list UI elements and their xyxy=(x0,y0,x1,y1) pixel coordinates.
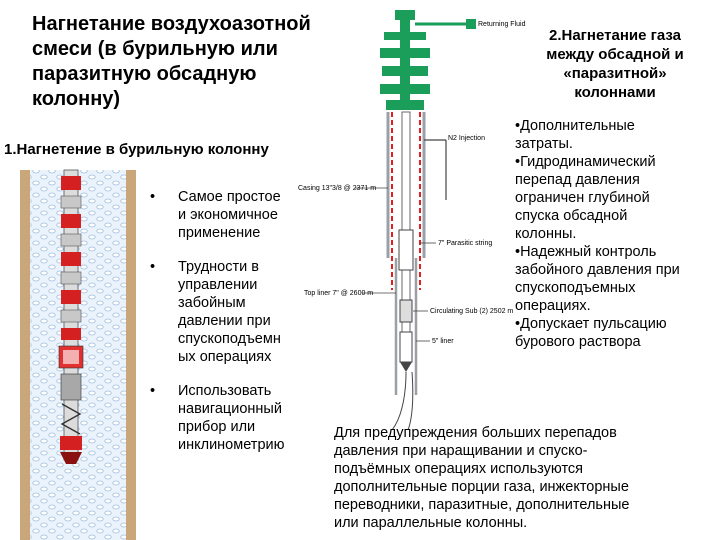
wellbore-illustration xyxy=(20,169,136,540)
label-liner: 5" liner xyxy=(432,338,454,345)
section2-heading: 2.Нагнетание газа между обсадной и «пара… xyxy=(546,27,684,101)
bullet-text: Использовать навигационный прибор или ин… xyxy=(178,383,285,453)
label-returning-fluid: Returning Fluid xyxy=(478,21,526,28)
label-circulating-sub: Circulating Sub (2) 2502 m xyxy=(430,308,513,315)
bullet-item: • Использовать навигационный прибор или и… xyxy=(148,382,318,454)
wellhead-stack xyxy=(400,20,410,110)
pointer-line-1 xyxy=(391,371,407,431)
section2-advantages: •Дополнительные затраты. •Гидродинамичес… xyxy=(515,118,680,350)
bullet-marker: • xyxy=(150,259,156,275)
bullet-text: Трудности в управлении забойным давлении… xyxy=(178,259,281,365)
label-casing: Casing 13"3/8 @ 2371 m xyxy=(298,185,376,192)
section1-bullets: •Самое простое и экономичное применение … xyxy=(148,188,318,470)
drill-string-joints xyxy=(58,176,84,464)
bullet-marker: • xyxy=(150,189,156,205)
wellhead-schematic: Returning Fluid N2 Injection Casing 13"3… xyxy=(298,10,526,431)
bullet-item: • Самое простое и экономичное применение xyxy=(148,188,318,242)
wellbore-wall-left xyxy=(20,170,30,540)
wellbore-wall-right xyxy=(126,170,136,540)
note-text: Для предупреждения больших перепадов дав… xyxy=(334,425,630,531)
label-top-liner: Top liner 7" @ 2600 m xyxy=(304,290,373,297)
section1-heading: 1.Нагнетение в бурильную колонну xyxy=(4,141,269,158)
bullet-item: • Трудности в управлении забойным давлени… xyxy=(148,258,318,366)
bullet-text: Самое простое и экономичное применение xyxy=(178,189,281,241)
page-title: Нагнетание воздухоазотной смеси (в бурил… xyxy=(32,13,311,110)
wellhead-cap xyxy=(395,10,415,20)
pointer-line-2 xyxy=(407,371,414,431)
label-parasitic-string: 7" Parasitic string xyxy=(438,240,492,247)
label-n2-injection: N2 Injection xyxy=(448,135,485,142)
bullet-marker: • xyxy=(150,383,156,399)
